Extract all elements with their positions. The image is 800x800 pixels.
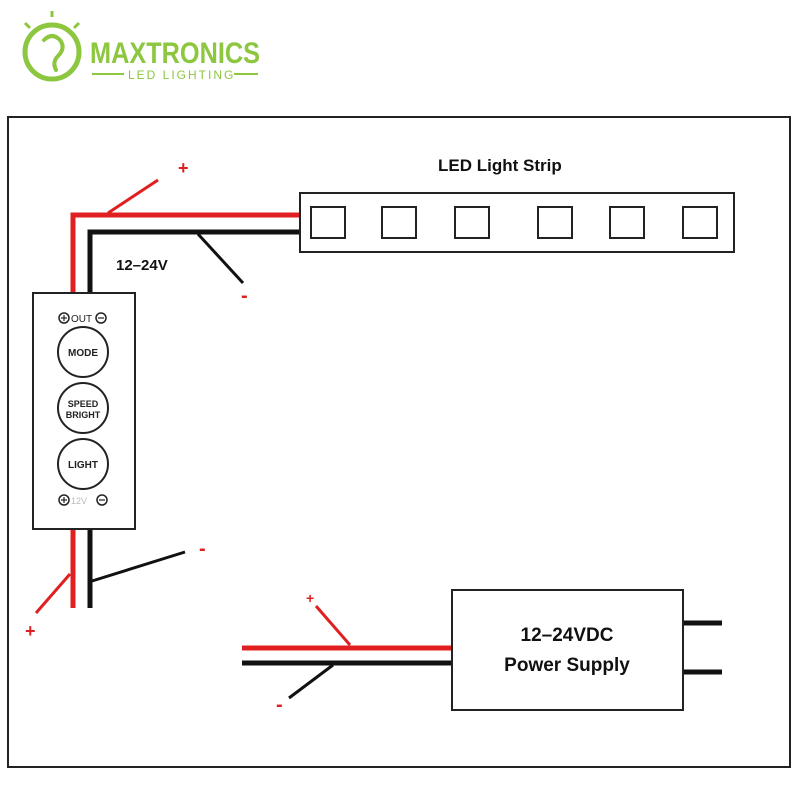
in-label: 12V	[71, 496, 87, 506]
out-positive-wire	[70, 212, 300, 295]
power-supply-body	[451, 589, 684, 711]
led-cell	[381, 206, 417, 239]
diagram-frame	[7, 116, 791, 768]
psu-minus-marker: -	[276, 694, 283, 716]
power-supply-line1: 12–24VDC	[521, 625, 614, 646]
speed-bright-button-label: SPEED	[68, 399, 99, 409]
brand-tagline: LED LIGHTING	[128, 68, 235, 82]
polarity-markers: + - + - + -	[25, 158, 314, 716]
speed-bright-button-ring	[57, 382, 109, 434]
mode-button[interactable]: MODE	[57, 326, 109, 378]
led-cell	[609, 206, 645, 239]
in-plus-leader	[34, 573, 72, 614]
out-minus-leader	[196, 232, 245, 285]
power-supply: 12–24VDC Power Supply	[451, 589, 684, 711]
led-cell	[454, 206, 490, 239]
led-strip-label: LED Light Strip	[438, 156, 562, 175]
led-strip: LED Light Strip	[299, 156, 735, 253]
in-plus-marker: +	[25, 621, 36, 641]
mode-button-ring	[57, 326, 109, 378]
led-cell	[310, 206, 346, 239]
out-plus-leader	[107, 178, 159, 215]
led-cells	[310, 206, 718, 239]
wires	[34, 178, 722, 700]
psu-plus-leader	[314, 605, 352, 646]
light-button[interactable]: LIGHT	[57, 438, 109, 490]
bulb-icon	[22, 22, 82, 82]
brand-logo: MAXTRONICS LED LIGHTING	[22, 11, 260, 82]
psu-minus-leader	[288, 663, 334, 700]
mode-button-label: MODE	[68, 348, 98, 359]
in-minus-leader	[91, 550, 186, 583]
out-label: OUT	[71, 314, 92, 325]
out-plus-marker: +	[178, 158, 189, 178]
brand-name: MAXTRONICS	[90, 37, 260, 70]
power-supply-line2: Power Supply	[504, 655, 630, 676]
out-terminal-label: OUT	[58, 312, 107, 325]
out-minus-marker: -	[241, 285, 248, 307]
in-terminal-label: 12V	[58, 494, 108, 506]
voltage-label: 12–24V	[116, 257, 168, 274]
out-negative-wire	[87, 229, 300, 295]
led-cell	[537, 206, 573, 239]
light-button-ring	[57, 438, 109, 490]
led-strip-body	[299, 192, 735, 253]
speed-bright-button-label: BRIGHT	[66, 410, 101, 420]
in-minus-marker: -	[199, 538, 206, 560]
light-button-label: LIGHT	[68, 460, 98, 471]
bulb-filament	[42, 34, 65, 72]
psu-plus-marker: +	[306, 590, 314, 606]
led-cell	[682, 206, 718, 239]
